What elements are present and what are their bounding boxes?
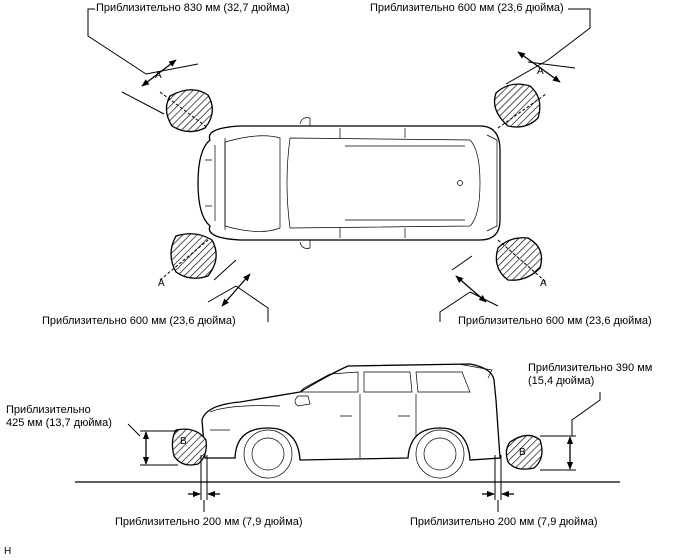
dimension-lines-top <box>87 8 591 322</box>
zone-front-right <box>493 83 547 129</box>
zone-label-a-4: A <box>540 278 547 289</box>
zone-label-a-1: A <box>155 70 162 81</box>
label-bottom-right: Приблизительно 200 мм (7,9 дюйма) <box>410 516 598 529</box>
label-bottom-left: Приблизительно 200 мм (7,9 дюйма) <box>115 516 303 529</box>
car-side-view <box>75 363 620 483</box>
zone-side-rear <box>505 434 543 470</box>
label-side-left: Приблизительно 425 мм (13,7 дюйма) <box>6 404 112 430</box>
zone-side-front <box>171 428 207 466</box>
label-top-right: Приблизительно 600 мм (23,6 дюйма) <box>370 2 564 15</box>
label-mid-right: Приблизительно 600 мм (23,6 дюйма) <box>458 315 652 328</box>
zone-label-b-1: B <box>180 436 187 447</box>
dimension-lines-side <box>127 392 601 512</box>
zone-rear-right <box>495 237 547 283</box>
zone-rear-left <box>159 233 217 281</box>
label-mid-left: Приблизительно 600 мм (23,6 дюйма) <box>42 315 236 328</box>
corner-code: H <box>4 545 12 558</box>
car-top-view <box>197 117 501 249</box>
label-side-right: Приблизительно 390 мм (15,4 дюйма) <box>528 362 653 388</box>
label-top-left: Приблизительно 830 мм (32,7 дюйма) <box>96 2 290 15</box>
zone-front-left <box>159 89 213 133</box>
zone-label-b-2: B <box>519 447 526 458</box>
zone-label-a-2: A <box>537 66 544 77</box>
zone-label-a-3: A <box>158 278 165 289</box>
